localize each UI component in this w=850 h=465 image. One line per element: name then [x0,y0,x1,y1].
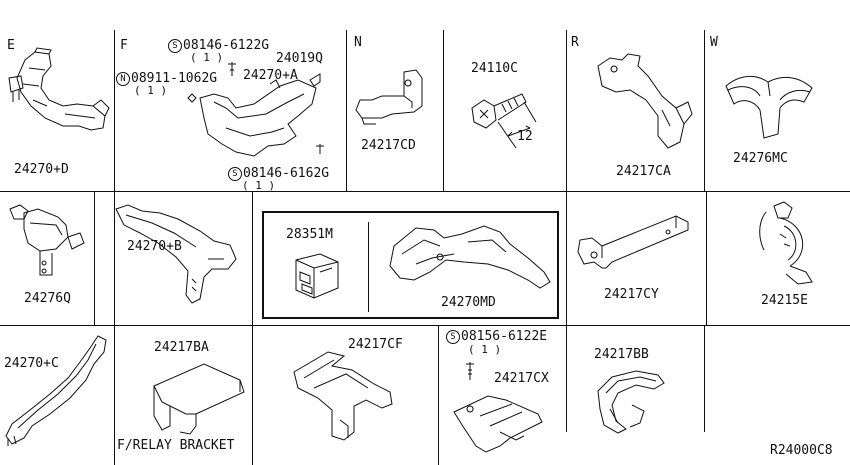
bracket-24217bb-drawing [592,365,672,435]
grid-line [706,192,707,325]
part-label-24270d: 24270+D [14,162,69,177]
grid-line [566,326,567,432]
grid-line [252,192,253,465]
part-label-24217ca: 24217CA [616,164,671,179]
section-letter-e: E [7,38,15,53]
grid-line [704,326,705,432]
part-label-24110c: 24110C [471,61,518,76]
screw-24110c-drawing [464,88,554,150]
grid-line [94,192,95,325]
part-label-24217cy: 24217CY [604,287,659,302]
n-mark-icon: N [116,72,130,86]
screw-length-label: 12 [517,129,533,144]
bracket-24217cy-drawing [576,212,691,282]
bracket-24217cf-drawing [288,348,408,448]
bracket-24217cx-drawing [450,356,550,456]
part-label-24215e: 24215E [761,293,808,308]
connector-28351m-drawing [290,250,345,305]
harness-24270a-drawing [180,58,330,168]
grid-line [566,192,567,325]
s-mark-icon: S [446,330,460,344]
part-label-24217ba: 24217BA [154,340,209,355]
grid-line [438,326,439,465]
included-box [262,211,559,319]
part-label-24217cx: 24217CX [494,371,549,386]
grid-line [114,30,115,465]
grid-line [346,30,347,191]
harness-label-24270a: 24270+A [243,68,298,83]
bolt-qty-label: ( 1 ) [190,51,224,64]
protector-24276q-drawing [6,203,86,283]
bracket-24217cd-drawing [352,68,437,133]
section-letter-n: N [354,35,362,50]
part-label-24270b: 24270+B [127,239,182,254]
part-label-24276q: 24276Q [24,291,71,306]
part-label-24270md: 24270MD [441,295,496,310]
section-letter-r: R [571,35,579,50]
grid-line [443,30,444,191]
part-label-24270c: 24270+C [4,356,59,371]
s-mark-icon: S [168,39,182,53]
included-divider [368,222,369,312]
grid-line [0,191,850,192]
part-label-24276mc: 24276MC [733,151,788,166]
section-letter-f: F [120,38,128,53]
part-label-24217cd: 24217CD [361,138,416,153]
caption-f-relay-bracket: F/RELAY BRACKET [117,438,235,453]
clip-label-24019q: 24019Q [276,51,323,66]
bracket-24217ca-drawing [588,52,698,152]
bolt-qty-label: ( 1 ) [468,343,502,356]
diagram-reference-code: R24000C8 [770,443,833,458]
harness-24270b-drawing [112,203,242,308]
harness-24270d-drawing [5,48,110,148]
protector-24276mc-drawing [720,68,820,143]
part-label-24217bb: 24217BB [594,347,649,362]
nut-qty-label: ( 1 ) [134,84,168,97]
grid-line [0,325,850,326]
harness-24270c-drawing [4,334,109,449]
grid-line [566,30,567,191]
bolt-qty-label: ( 1 ) [242,179,276,192]
bracket-24217ba-drawing [140,360,250,440]
protector-24270md-drawing [380,218,555,298]
part-label-28351m: 28351M [286,227,333,242]
part-label-24217cf: 24217CF [348,337,403,352]
s-mark-icon: S [228,167,242,181]
clamp-24215e-drawing [740,198,820,288]
section-letter-w: W [710,35,718,50]
grid-line [704,30,705,191]
